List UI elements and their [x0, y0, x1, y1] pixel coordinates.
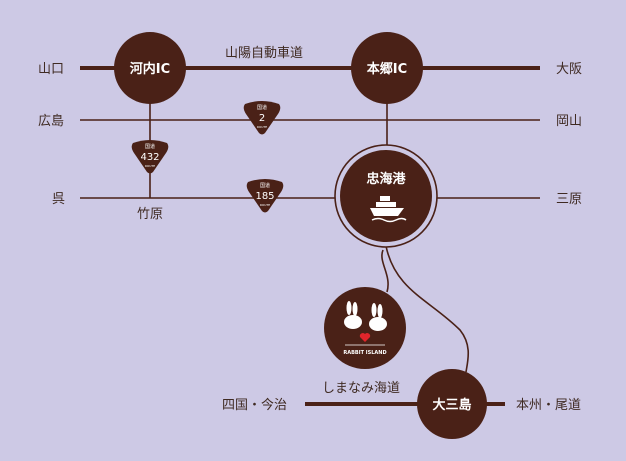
svg-text:185: 185 — [255, 191, 274, 202]
route-2-shield: 国道 2 ROUTE — [243, 101, 281, 135]
node-tadanoumi-port: 忠海港 — [334, 144, 438, 248]
svg-text:忠海港: 忠海港 — [366, 171, 406, 187]
svg-text:国道: 国道 — [260, 182, 270, 189]
svg-text:432: 432 — [140, 152, 159, 163]
heart-icon — [359, 333, 371, 342]
svg-text:本郷IC: 本郷IC — [367, 61, 407, 77]
node-kawachi-ic: 河内IC — [114, 32, 186, 104]
svg-text:大三島: 大三島 — [432, 397, 471, 413]
route-185-shield: 国道 185 ROUTE — [246, 179, 284, 213]
ferry-route-rabbit — [381, 249, 389, 293]
svg-text:河内IC: 河内IC — [130, 61, 170, 77]
svg-text:ROUTE: ROUTE — [260, 203, 270, 207]
svg-text:2: 2 — [259, 113, 265, 124]
place-yamaguchi: 山口 — [38, 62, 64, 77]
svg-text:ROUTE: ROUTE — [145, 164, 155, 168]
route-432-shield: 国道 432 ROUTE — [131, 140, 169, 174]
place-honshu: 本州・尾道 — [516, 398, 581, 413]
ferry-route-omishima — [385, 245, 470, 373]
place-mihara: 三原 — [556, 192, 582, 207]
rabbit-icon — [344, 301, 387, 331]
road-sanyo-label: 山陽自動車道 — [225, 46, 303, 61]
place-okayama: 岡山 — [556, 114, 582, 129]
place-kure: 呉 — [52, 192, 65, 207]
road-shimanami-label: しまなみ海道 — [322, 381, 400, 396]
ship-icon — [370, 196, 407, 223]
place-osaka: 大阪 — [556, 62, 582, 77]
node-hongo-ic: 本郷IC — [351, 32, 423, 104]
svg-text:国道: 国道 — [257, 104, 267, 111]
svg-text:ROUTE: ROUTE — [257, 125, 267, 129]
place-hiroshima: 広島 — [38, 114, 64, 129]
place-takehara: 竹原 — [137, 207, 163, 222]
svg-text:RABBIT ISLAND: RABBIT ISLAND — [343, 350, 386, 356]
svg-text:国道: 国道 — [145, 143, 155, 150]
node-omishima: 大三島 — [417, 369, 487, 439]
place-shikoku: 四国・今治 — [222, 397, 287, 413]
rabbit-island-logo: RABBIT ISLAND — [324, 287, 406, 369]
